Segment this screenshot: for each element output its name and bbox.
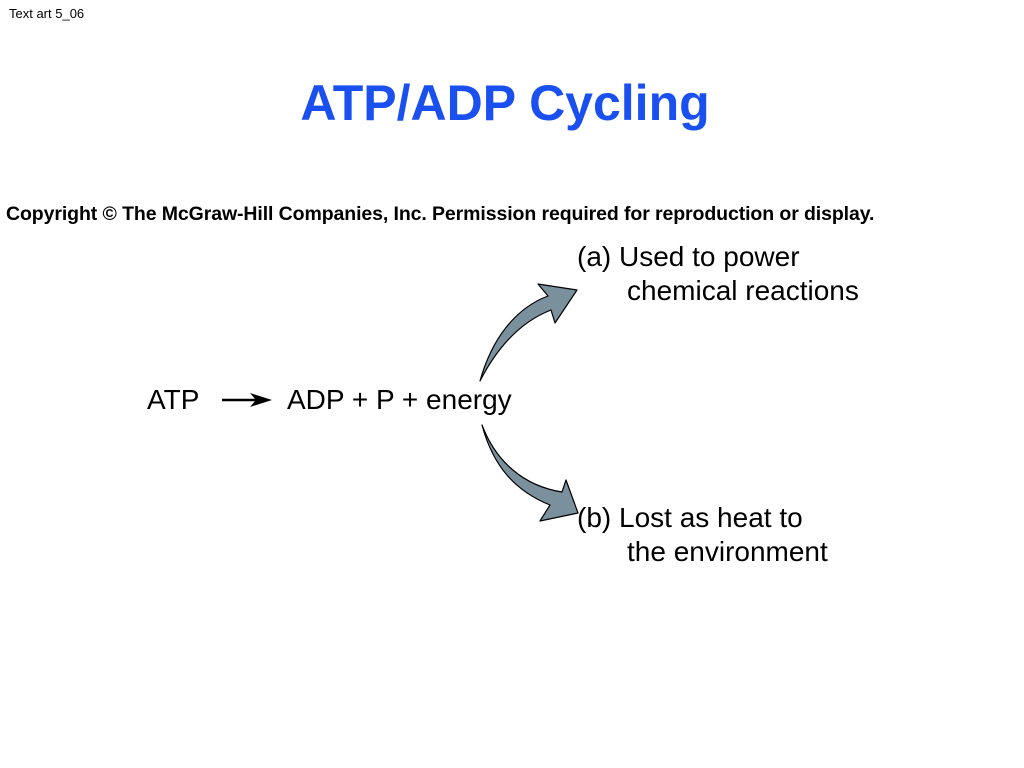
outcome-b-line2: the environment xyxy=(627,536,828,567)
outcome-b-line1: (b) Lost as heat to xyxy=(577,502,803,533)
slide-title: ATP/ADP Cycling xyxy=(300,75,710,131)
reaction-arrow-icon xyxy=(222,393,272,407)
copyright-notice: Copyright © The McGraw-Hill Companies, I… xyxy=(6,203,875,225)
curved-arrow-up-icon xyxy=(479,283,578,382)
outcome-a-line2: chemical reactions xyxy=(627,275,859,306)
outcome-b: (b) Lost as heat to the environment xyxy=(577,501,828,569)
reactant-atp: ATP xyxy=(147,384,200,415)
curved-arrow-down-icon xyxy=(481,424,579,522)
outcome-a: (a) Used to power chemical reactions xyxy=(577,240,859,308)
slide-label: Text art 5_06 xyxy=(9,6,85,21)
products-text: ADP + P + energy xyxy=(287,384,512,415)
outcome-a-line1: (a) Used to power xyxy=(577,241,800,272)
